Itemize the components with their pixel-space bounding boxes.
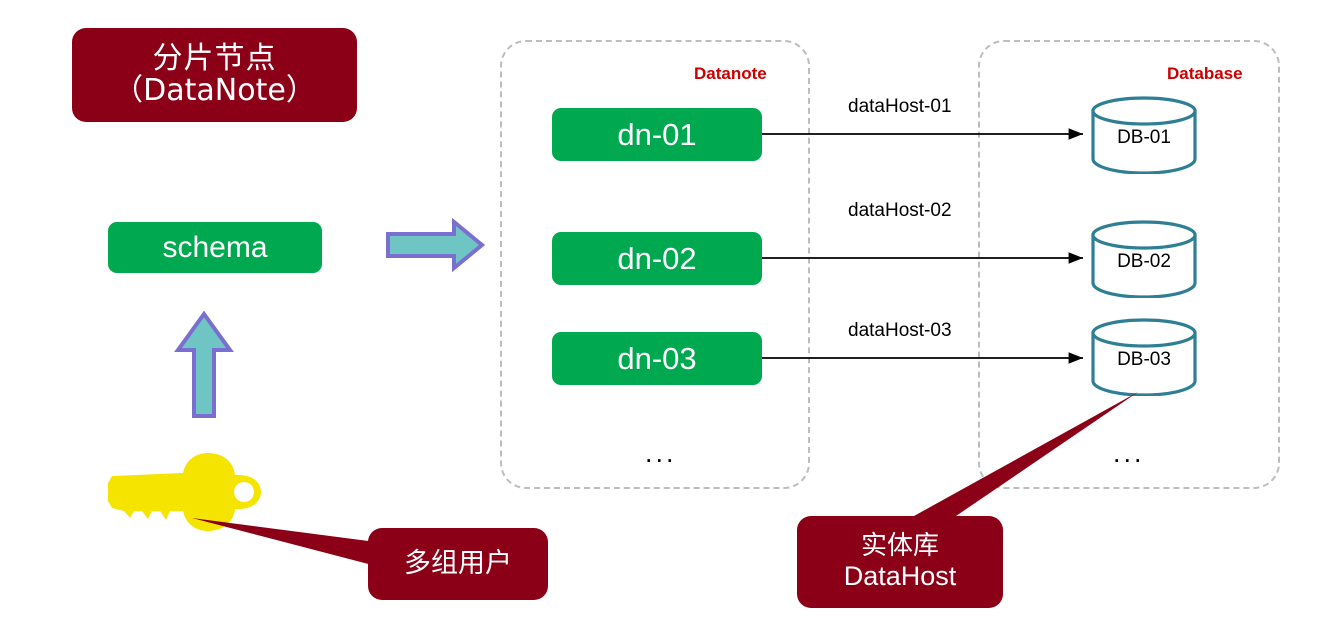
- link-label-datahost-02: dataHost-02: [848, 200, 952, 221]
- callout-users-text: 多组用户: [404, 547, 512, 579]
- connector-lines: [762, 128, 1083, 364]
- node-dn-03: dn-03: [552, 332, 762, 385]
- database-cylinder-db-01: DB-01: [1090, 96, 1198, 174]
- database-label-db-01: DB-01: [1117, 127, 1171, 148]
- link-label-datahost-03: dataHost-03: [848, 320, 952, 341]
- node-dn-01: dn-01: [552, 108, 762, 161]
- database-label-db-02: DB-02: [1117, 251, 1171, 272]
- callout-datahost-line1: 实体库: [860, 531, 939, 562]
- callout-pointer-users: [192, 518, 376, 566]
- title-badge-line1: 分片节点: [152, 40, 277, 76]
- cylinder-shape: [1091, 96, 1197, 174]
- link-label-datahost-01: dataHost-01: [848, 96, 952, 117]
- datanote-group-container: [500, 40, 810, 489]
- node-dn-02: dn-02: [552, 232, 762, 285]
- key-icon: [108, 453, 261, 531]
- database-ellipsis: ...: [1113, 438, 1145, 468]
- callout-datahost: 实体库 DataHost: [797, 516, 1003, 608]
- title-badge-line2: （DataNote）: [113, 73, 316, 108]
- callout-pointer-datahost: [914, 392, 1138, 516]
- callout-users: 多组用户: [368, 528, 548, 600]
- cylinder-shape: [1091, 318, 1197, 396]
- cylinder-shape: [1091, 220, 1197, 298]
- arrow-up-icon: [174, 310, 234, 418]
- title-badge: 分片节点 （DataNote）: [72, 28, 357, 122]
- callout-datahost-line2: DataHost: [843, 561, 957, 592]
- database-group-label: Database: [1167, 64, 1243, 83]
- datanote-ellipsis: ...: [645, 438, 677, 468]
- database-group-container: [978, 40, 1280, 489]
- arrow-right-icon: [386, 217, 486, 273]
- database-label-db-03: DB-03: [1117, 349, 1171, 370]
- schema-box: schema: [108, 222, 322, 273]
- datanote-group-label: Datanote: [694, 64, 767, 83]
- database-cylinder-db-03: DB-03: [1090, 318, 1198, 396]
- database-cylinder-db-02: DB-02: [1090, 220, 1198, 298]
